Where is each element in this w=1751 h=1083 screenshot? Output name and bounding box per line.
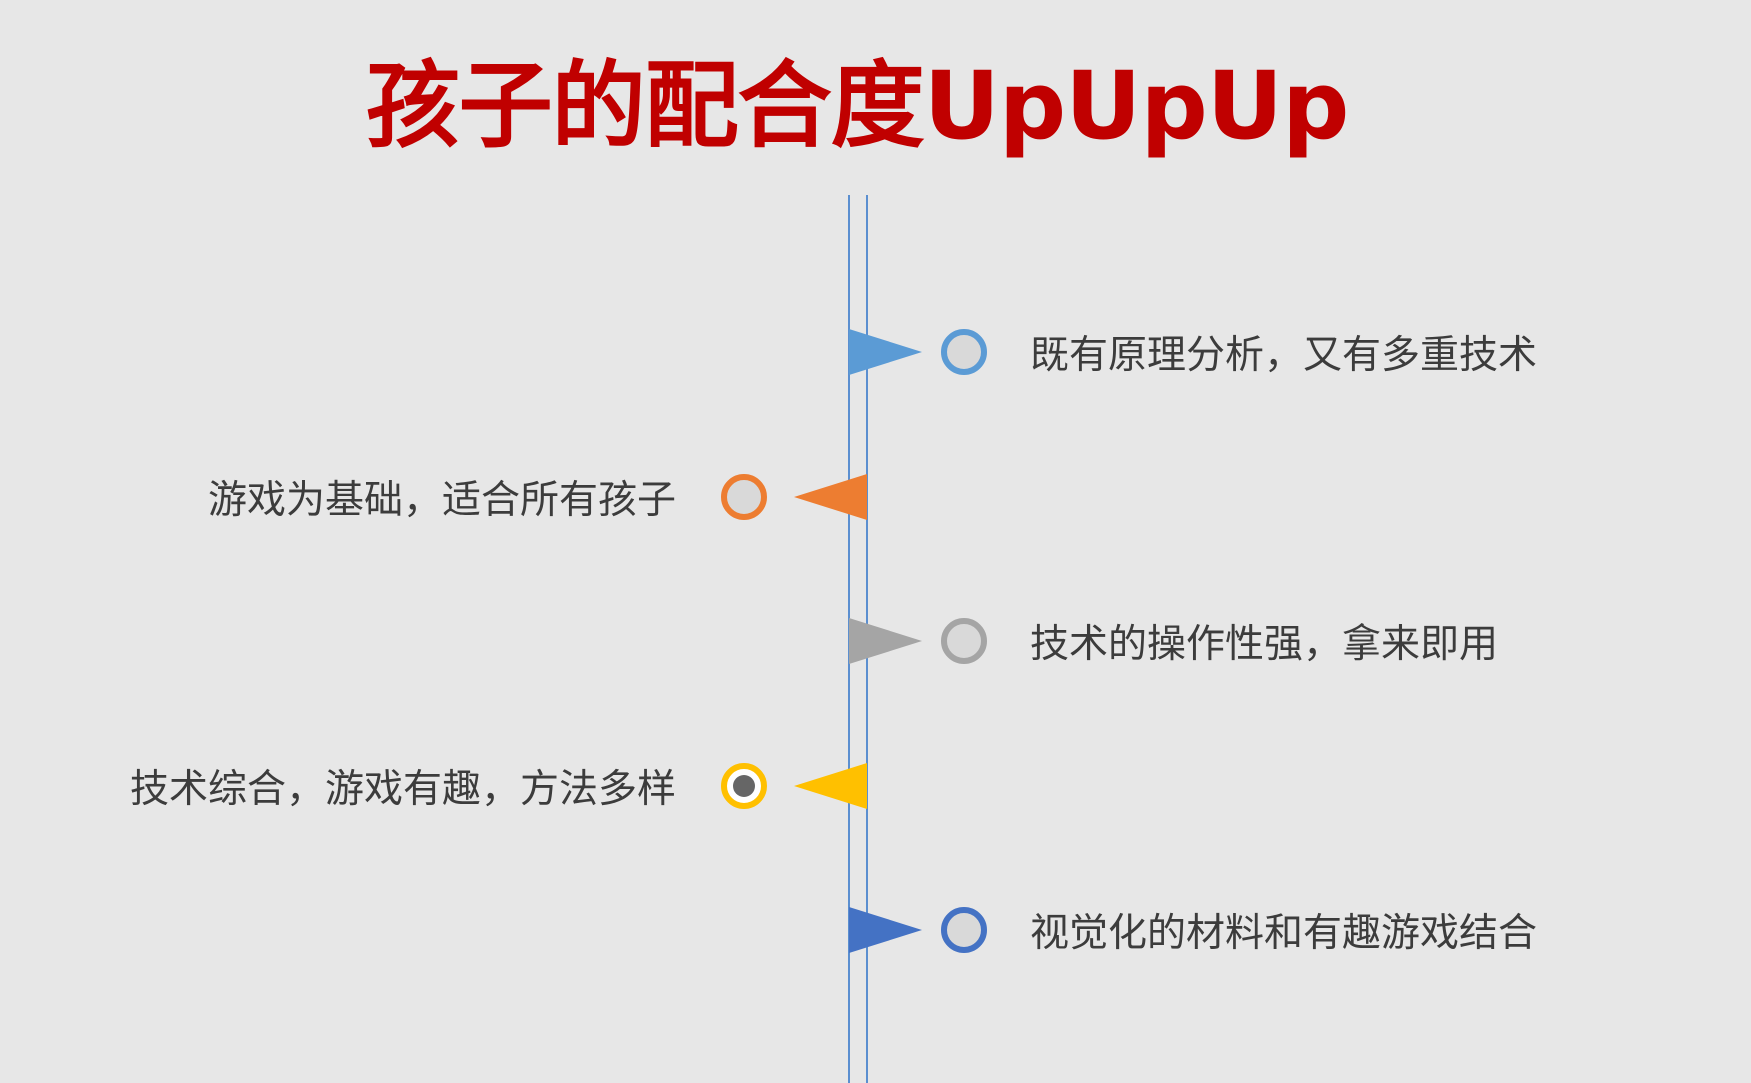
pennant-flag-icon bbox=[794, 474, 867, 520]
timeline-spine-left-line bbox=[848, 195, 850, 1083]
pennant-flag-icon bbox=[849, 329, 922, 375]
filled-circle-marker-icon bbox=[721, 763, 767, 809]
pennant-flag-icon bbox=[849, 618, 922, 664]
timeline-item-label: 视觉化的材料和有趣游戏结合 bbox=[1030, 911, 1538, 956]
pennant-flag-icon bbox=[794, 763, 867, 809]
slide-title: 孩子的配合度UpUpUp bbox=[365, 52, 1350, 161]
circle-marker-icon bbox=[941, 329, 987, 375]
timeline-item-label: 游戏为基础，适合所有孩子 bbox=[207, 478, 676, 523]
timeline-item-label: 技术的操作性强，拿来即用 bbox=[1030, 622, 1499, 667]
timeline-item-label: 技术综合，游戏有趣，方法多样 bbox=[129, 767, 676, 812]
pennant-flag-icon bbox=[849, 907, 922, 953]
circle-marker-icon bbox=[941, 618, 987, 664]
circle-marker-icon bbox=[721, 474, 767, 520]
circle-marker-icon bbox=[941, 907, 987, 953]
timeline-item-label: 既有原理分析，又有多重技术 bbox=[1030, 333, 1538, 378]
